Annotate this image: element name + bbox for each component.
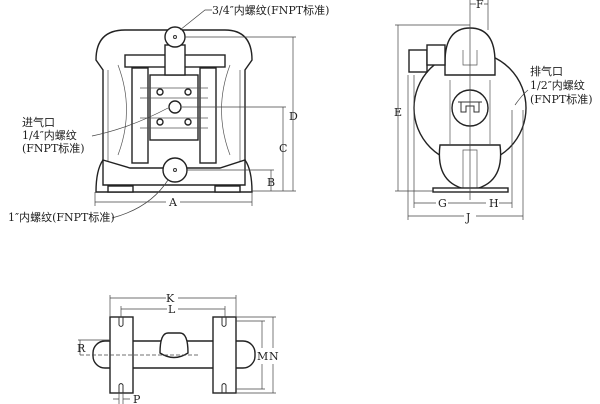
side-view (395, 0, 529, 220)
exhaust-label-1: 排气口 (530, 64, 563, 78)
dim-J: J (465, 211, 470, 224)
dim-F: F (476, 0, 484, 11)
dim-M: M (257, 350, 268, 363)
outlet-port (164, 26, 186, 48)
air-inlet-label-1: 进气口 (22, 115, 55, 129)
air-inlet-label-2: 1/4″内螺纹 (22, 128, 77, 142)
front-view (91, 9, 296, 219)
dim-A: A (168, 196, 178, 209)
dim-N: N (269, 350, 279, 363)
dim-L: L (168, 303, 176, 316)
bottom-view (78, 295, 276, 404)
dim-D: D (289, 110, 298, 123)
inlet-port (162, 157, 188, 183)
air-inlet-label-3: (FNPT标准) (22, 141, 85, 155)
outlet-label: 3/4″内螺纹(FNPT标准) (212, 3, 329, 17)
dim-C: C (279, 142, 287, 155)
air-inlet-port (168, 100, 182, 114)
dim-P: P (133, 393, 141, 404)
dim-B: B (267, 176, 275, 189)
exhaust-label-2: 1/2″内螺纹 (530, 78, 585, 92)
exhaust-label-3: (FNPT标准) (530, 92, 593, 106)
inlet-label: 1″内螺纹(FNPT标准) (8, 210, 115, 224)
dim-K: K (166, 292, 175, 305)
dim-H: H (489, 197, 499, 210)
dim-E: E (394, 106, 402, 119)
dim-R: R (77, 342, 86, 355)
dim-G: G (438, 197, 447, 210)
